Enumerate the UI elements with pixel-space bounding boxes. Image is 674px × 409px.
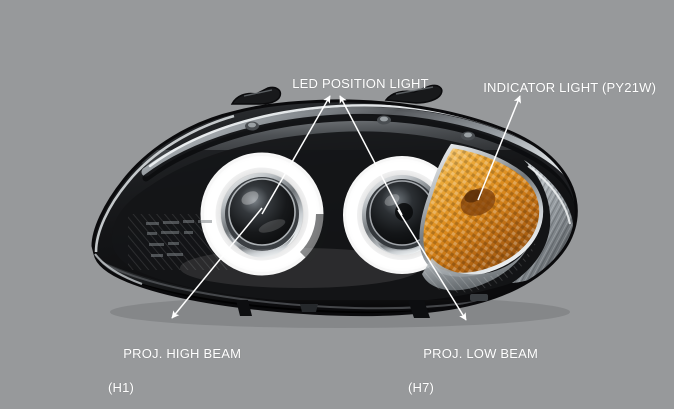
label-proj-high-beam-line1: PROJ. HIGH BEAM xyxy=(123,346,242,361)
label-indicator-light-line1: INDICATOR LIGHT (PY21W) xyxy=(483,80,657,95)
left-edge-highlight xyxy=(94,114,235,253)
leader-led-position-right xyxy=(339,95,403,216)
projector-shade-right xyxy=(370,232,434,256)
indicator-lower-texture xyxy=(418,234,538,293)
leader-low-beam xyxy=(397,209,467,321)
lens-pupil-right xyxy=(395,203,413,221)
mounting-tab-right xyxy=(384,84,443,104)
label-proj-low-beam: PROJ. LOW BEAM (H7) xyxy=(408,328,538,409)
mounting-tabs-top xyxy=(230,84,443,105)
headlight-assembly xyxy=(91,84,578,328)
bottom-pad-center xyxy=(300,304,318,312)
trim-bolt-bosses xyxy=(245,115,475,141)
label-proj-low-beam-line2: (H7) xyxy=(408,380,435,395)
label-led-position-light-line1: LED POSITION LIGHT xyxy=(292,76,429,91)
callout-leaders xyxy=(171,95,521,321)
bottom-tab-left xyxy=(236,300,252,316)
leader-indicator xyxy=(477,95,521,201)
boss-2-top xyxy=(380,116,388,122)
left-bottom-edge-highlight xyxy=(94,253,143,286)
projector-lens-left-rim xyxy=(228,178,296,246)
corner-lens-texture xyxy=(512,160,574,283)
top-chrome-trim xyxy=(141,106,577,205)
label-proj-low-beam-line1: PROJ. LOW BEAM xyxy=(423,346,539,361)
label-led-position-light: LED POSITION LIGHT xyxy=(277,58,429,109)
mounting-tab-left xyxy=(230,86,282,105)
bottom-tab-right xyxy=(408,300,430,318)
indicator-bulb xyxy=(464,189,482,203)
corner-clear-lens xyxy=(512,160,574,283)
label-proj-high-beam-line2: (H1) xyxy=(108,380,135,395)
mounting-tabs-bottom xyxy=(236,294,488,318)
indicator-chrome-frame xyxy=(419,143,544,277)
molding-markings xyxy=(146,220,212,257)
bottom-pad-right xyxy=(470,294,488,301)
mounting-tab-left-highlight xyxy=(243,89,273,97)
indicator-light-chamber xyxy=(418,143,544,293)
ring-left-cut xyxy=(300,214,330,262)
boss-3-top xyxy=(464,132,472,138)
label-indicator-light: INDICATOR LIGHT (PY21W) xyxy=(468,62,656,113)
lower-glow xyxy=(180,248,420,288)
top-trim-shadow xyxy=(142,113,577,210)
projector-shade-left xyxy=(228,232,296,258)
lens-highlight-left xyxy=(241,191,259,205)
label-proj-high-beam: PROJ. HIGH BEAM (H1) xyxy=(108,328,241,409)
lens-highlight-left-2 xyxy=(258,219,286,233)
boss-1-top xyxy=(248,122,256,128)
housing-outline xyxy=(91,99,578,316)
corner-lens-highlight xyxy=(527,165,571,225)
leader-led-position-left xyxy=(261,95,331,215)
leader-high-beam xyxy=(171,207,263,319)
mounting-tab-right-highlight xyxy=(395,86,434,95)
